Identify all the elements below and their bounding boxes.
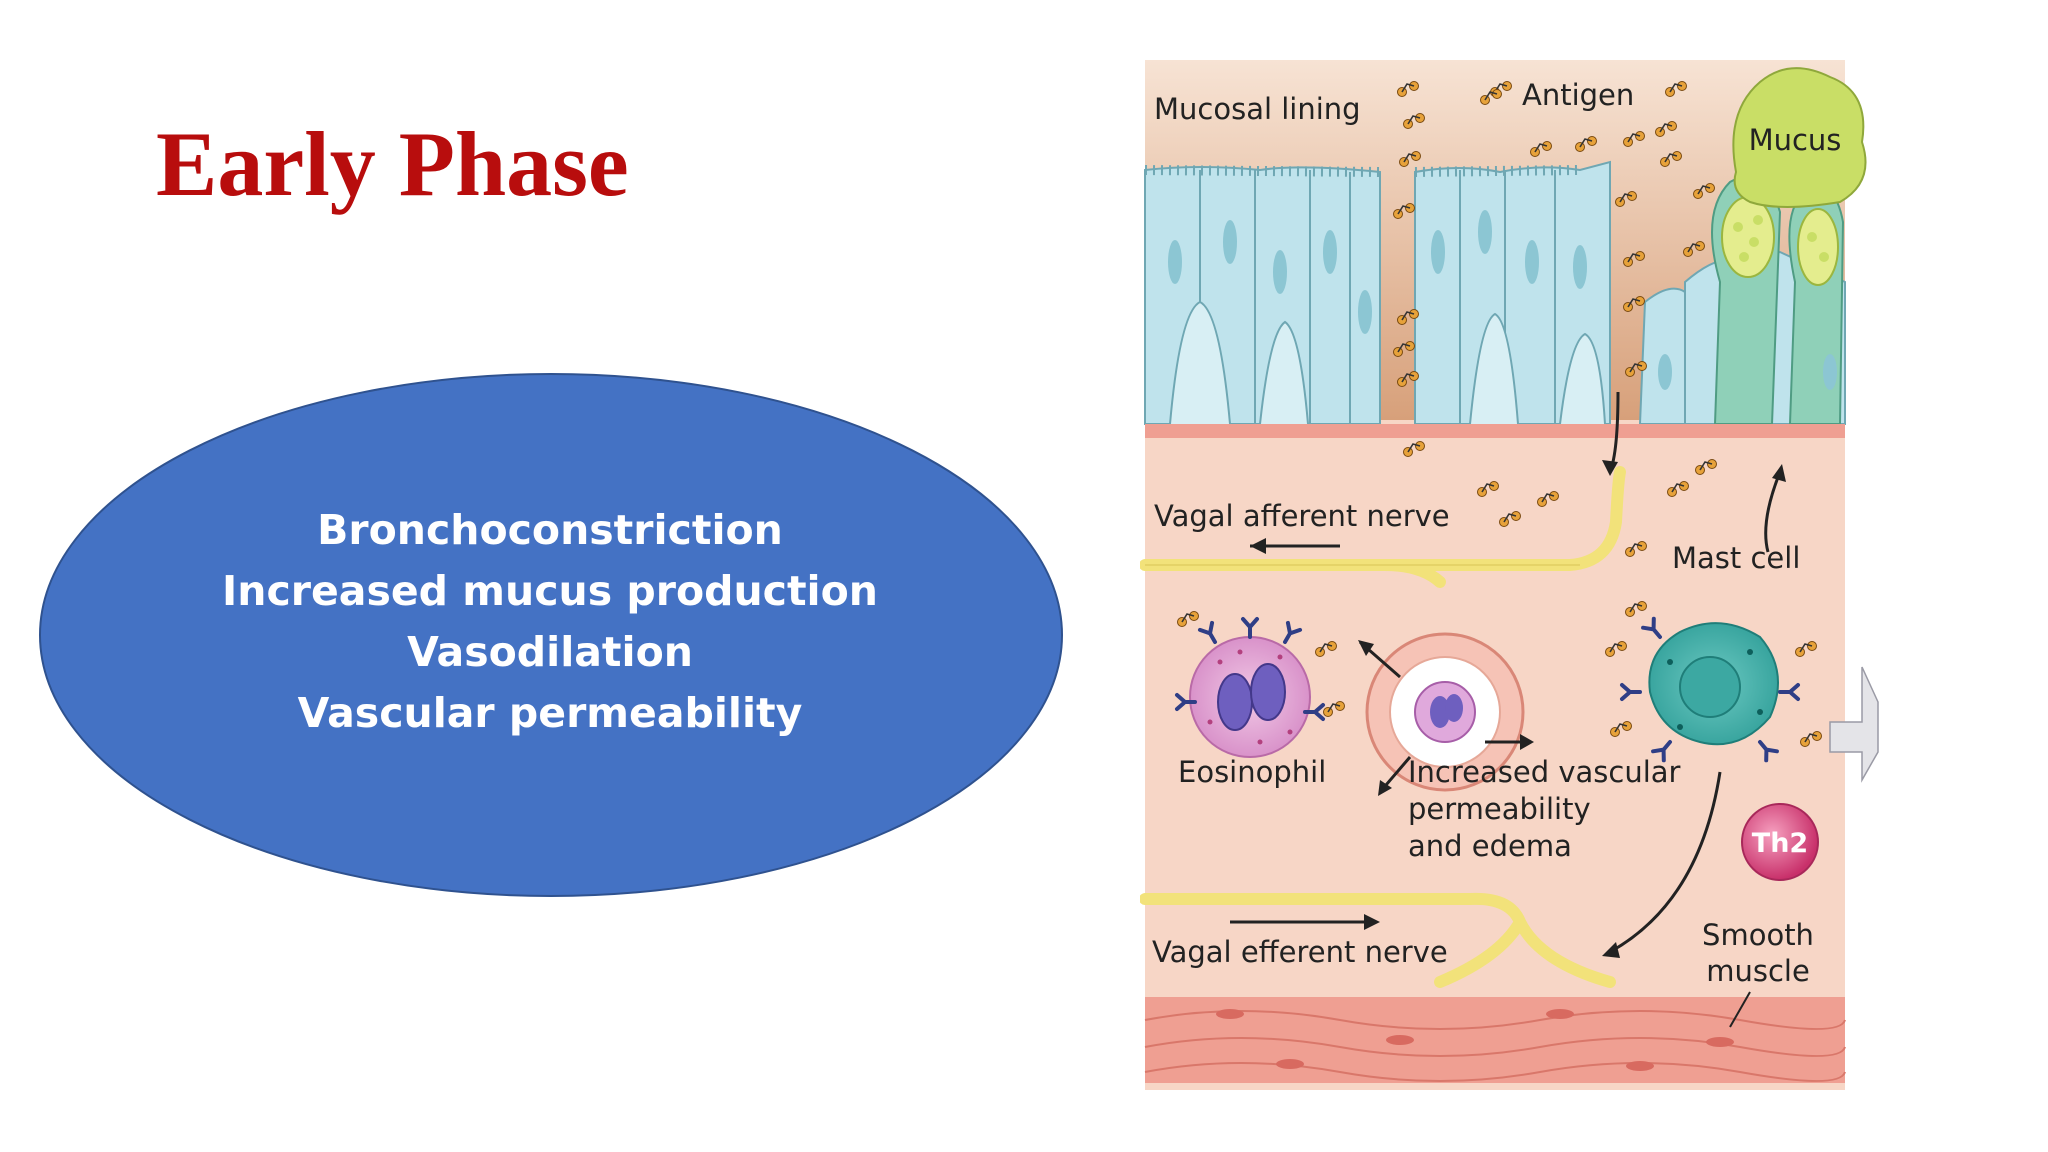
label-smooth-1: Smooth — [1702, 918, 1814, 952]
ciliated-epithelium — [1144, 165, 1381, 425]
smooth-muscle-layer — [1144, 997, 1846, 1083]
effects-list: Bronchoconstriction Increased mucus prod… — [42, 500, 1058, 744]
effect-item: Increased mucus production — [222, 567, 878, 615]
label-eosinophil: Eosinophil — [1178, 755, 1326, 789]
slide-title: Early Phase — [156, 113, 629, 215]
th2-label: Th2 — [1752, 828, 1808, 859]
effect-item: Bronchoconstriction — [317, 506, 783, 554]
label-vascular-3: and edema — [1408, 829, 1572, 863]
label-vascular-2: permeability — [1408, 792, 1591, 826]
mucus-arrow — [1764, 471, 1782, 553]
asthma-early-phase-figure: Th2 Mucosal lining Antigen Mucus Vagal a… — [1140, 60, 1879, 1090]
effects-ellipse — [39, 373, 1063, 897]
mast-to-muscle-arrow — [1609, 771, 1722, 954]
vagal-efferent-nerve — [1140, 892, 1616, 988]
label-antigen: Antigen — [1522, 78, 1634, 112]
mast-cell — [1604, 600, 1823, 763]
muscle-pointer-line — [1729, 991, 1751, 1028]
effect-item: Vascular permeability — [297, 689, 803, 737]
eosinophil-cell — [1175, 610, 1346, 758]
label-vagal-efferent: Vagal efferent nerve — [1152, 935, 1448, 969]
ciliated-epithelium — [1414, 160, 1611, 425]
label-mucus: Mucus — [1749, 123, 1842, 157]
mucus-blob — [1732, 67, 1867, 208]
label-vascular-1: Increased vascular — [1408, 755, 1681, 789]
label-smooth-2: muscle — [1706, 954, 1810, 988]
goblet-cell-epithelium — [1638, 175, 1846, 425]
label-vagal-afferent: Vagal afferent nerve — [1154, 499, 1450, 533]
blood-vessel — [1358, 632, 1534, 796]
next-arrow-shape — [1829, 666, 1879, 783]
basement-membrane — [1145, 424, 1845, 438]
label-mucosal-lining: Mucosal lining — [1154, 92, 1361, 126]
th2-cell — [1741, 803, 1819, 881]
effect-item: Vasodilation — [407, 628, 693, 676]
label-mast-cell: Mast cell — [1672, 541, 1800, 575]
